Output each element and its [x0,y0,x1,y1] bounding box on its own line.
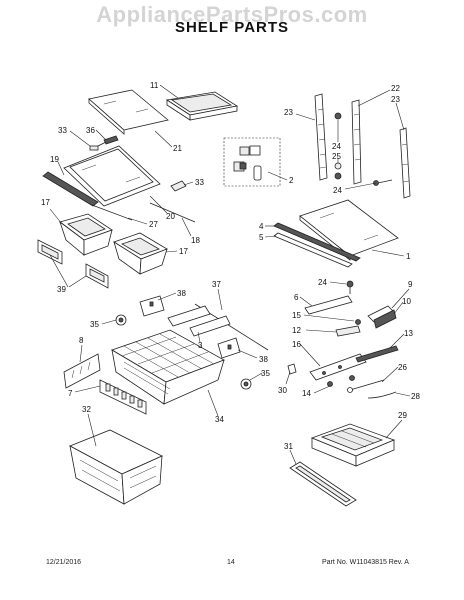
callout-6: 6 [294,293,299,302]
callout-17: 17 [41,198,50,207]
part-31-drawer-front [289,461,357,507]
callout-10: 10 [402,297,411,306]
callout-4: 4 [259,222,264,231]
part-27-rod [91,204,133,221]
callout-31: 31 [284,442,293,451]
callout-8: 8 [79,336,84,345]
part-36-clip [89,135,119,151]
part-5-trim [273,232,353,268]
part-35-roller-left [115,314,127,326]
callout-9: 9 [408,280,413,289]
part-9-bracket [367,305,397,329]
part-4-trim [273,222,361,262]
part-13-rail [355,345,399,363]
callout-3: 3 [198,341,203,350]
callout-32: 32 [82,405,91,414]
callout-35: 35 [261,369,270,378]
callout-1: 1 [406,252,411,261]
part-17-bin-right [113,232,168,275]
part-24-screw-mid [346,280,354,294]
part-26-rod [347,379,385,393]
callout-34: 34 [215,415,224,424]
part-8-side-panel [63,353,101,389]
part-33-bracket [170,180,187,192]
part-23-rail-left [314,93,328,181]
part-21-glass-shelf [88,89,169,135]
callout-35: 35 [90,320,99,329]
part-38-bracket-right [217,337,241,359]
callout-18: 18 [191,236,200,245]
callout-33: 33 [195,178,204,187]
leader-lines [49,84,411,465]
callout-23: 23 [284,108,293,117]
callout-25: 25 [332,152,341,161]
callout-33: 33 [58,126,67,135]
footer-date: 12/21/2016 [46,559,82,566]
callout-22: 22 [391,84,400,93]
page-title: SHELF PARTS [174,19,290,36]
part-14-screws [327,375,355,387]
callout-36: 36 [86,126,95,135]
callout-2: 2 [289,176,294,185]
callout-17: 17 [179,247,188,256]
part-12-clip [335,325,361,337]
callout-37: 37 [212,280,221,289]
callout-27: 27 [149,220,158,229]
part-2-hardware-kit [223,137,281,187]
callout-20: 20 [166,212,175,221]
part-19-trim [42,171,99,207]
callout-38: 38 [177,289,186,298]
part-39-end-caps [37,239,109,289]
part-24-screw-right [373,179,393,186]
callout-26: 26 [398,363,407,372]
callout-12: 12 [292,326,301,335]
part-38-bracket-top [139,295,165,317]
watermark: AppliancePartsPros.com [96,2,368,27]
part-22-rail-right [351,99,362,185]
part-17-bin-left [59,213,113,256]
callout-29: 29 [398,411,407,420]
part-3-slide [167,305,231,337]
part-30-clip [287,363,297,375]
part-25-screw [334,162,342,180]
part-29-crisper-tray [310,423,396,467]
footer-page-number: 14 [227,559,235,566]
callout-14: 14 [302,389,311,398]
callout-28: 28 [411,392,420,401]
callout-24: 24 [318,278,327,287]
callout-24: 24 [332,142,341,151]
callout-7: 7 [68,389,73,398]
footer-part-number: Part No. W11043815 Rev. A [322,559,409,566]
part-16-slide [309,353,367,381]
part-7-front-panel [99,379,147,415]
part-28-wire [367,391,397,399]
part-34-wire-basket [111,329,225,405]
callout-11: 11 [150,81,159,90]
part-23-rail-far-right [399,127,411,199]
callout-30: 30 [278,386,287,395]
callout-38: 38 [259,355,268,364]
part-35-roller-right [240,378,252,390]
callout-labels: 11 21 33 36 19 33 27 20 18 17 17 39 22 2… [41,81,420,451]
part-32-freezer-bin [69,429,163,505]
callout-19: 19 [50,155,59,164]
callout-5: 5 [259,233,264,242]
part-24-screw-top [334,112,342,120]
callout-16: 16 [292,340,301,349]
part-11-tray [165,91,239,121]
callout-13: 13 [404,329,413,338]
part-18-rod [149,202,196,223]
callout-24: 24 [333,186,342,195]
callout-21: 21 [173,144,182,153]
part-6-bracket [304,295,353,315]
part-20-shelf-frame [63,145,161,207]
callout-15: 15 [292,311,301,320]
part-15-screw [355,319,361,325]
callout-39: 39 [57,285,66,294]
callout-23: 23 [391,95,400,104]
